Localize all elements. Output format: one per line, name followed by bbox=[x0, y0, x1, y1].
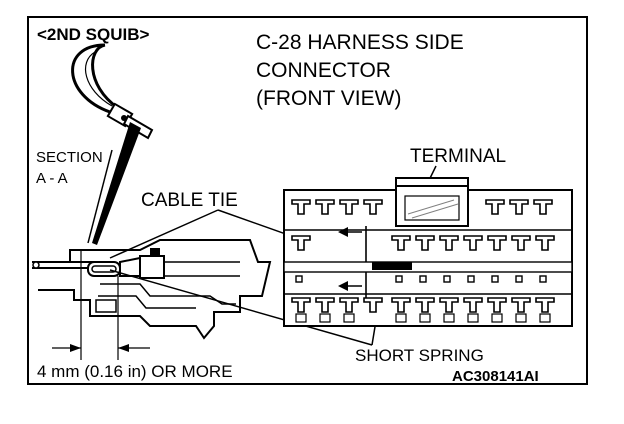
section-arrow-upper bbox=[338, 227, 362, 237]
terminal-row-top-right bbox=[485, 199, 553, 215]
dimension-indicator bbox=[52, 250, 150, 360]
terminal-label: TERMINAL bbox=[410, 146, 506, 167]
section-label-line-1: SECTION bbox=[36, 149, 103, 166]
section-label-line-2: A - A bbox=[36, 170, 68, 187]
short-spring-label: SHORT SPRING bbox=[355, 346, 484, 365]
terminal-row-bottom bbox=[291, 297, 555, 313]
figure-frame bbox=[27, 16, 588, 385]
bottom-cavities bbox=[295, 313, 551, 323]
cable-tie-label: CABLE TIE bbox=[141, 190, 238, 211]
connector-title-line-2: CONNECTOR bbox=[256, 59, 391, 82]
section-pointer bbox=[92, 122, 141, 245]
section-arrow-lower bbox=[338, 281, 362, 291]
lock-windows bbox=[295, 275, 547, 283]
short-spring-leader-1 bbox=[109, 269, 373, 346]
connector-front-view bbox=[283, 177, 573, 327]
connector-title-line-3: (FRONT VIEW) bbox=[256, 87, 401, 110]
dimension-label: 4 mm (0.16 in) OR MORE bbox=[37, 362, 233, 381]
terminal-row-top-left bbox=[291, 199, 383, 215]
section-view bbox=[32, 239, 272, 340]
section-title: <2ND SQUIB> bbox=[37, 25, 149, 44]
terminal-row-middle-upper bbox=[291, 235, 555, 251]
figure-code: AC308141AI bbox=[452, 368, 539, 385]
connector-title: C-28 HARNESS SIDE CONNECTOR (FRONT VIEW) bbox=[256, 31, 464, 110]
short-spring-bar bbox=[372, 262, 412, 270]
cable-tie-leader-1 bbox=[109, 209, 219, 259]
connector-title-line-1: C-28 HARNESS SIDE bbox=[256, 31, 464, 54]
